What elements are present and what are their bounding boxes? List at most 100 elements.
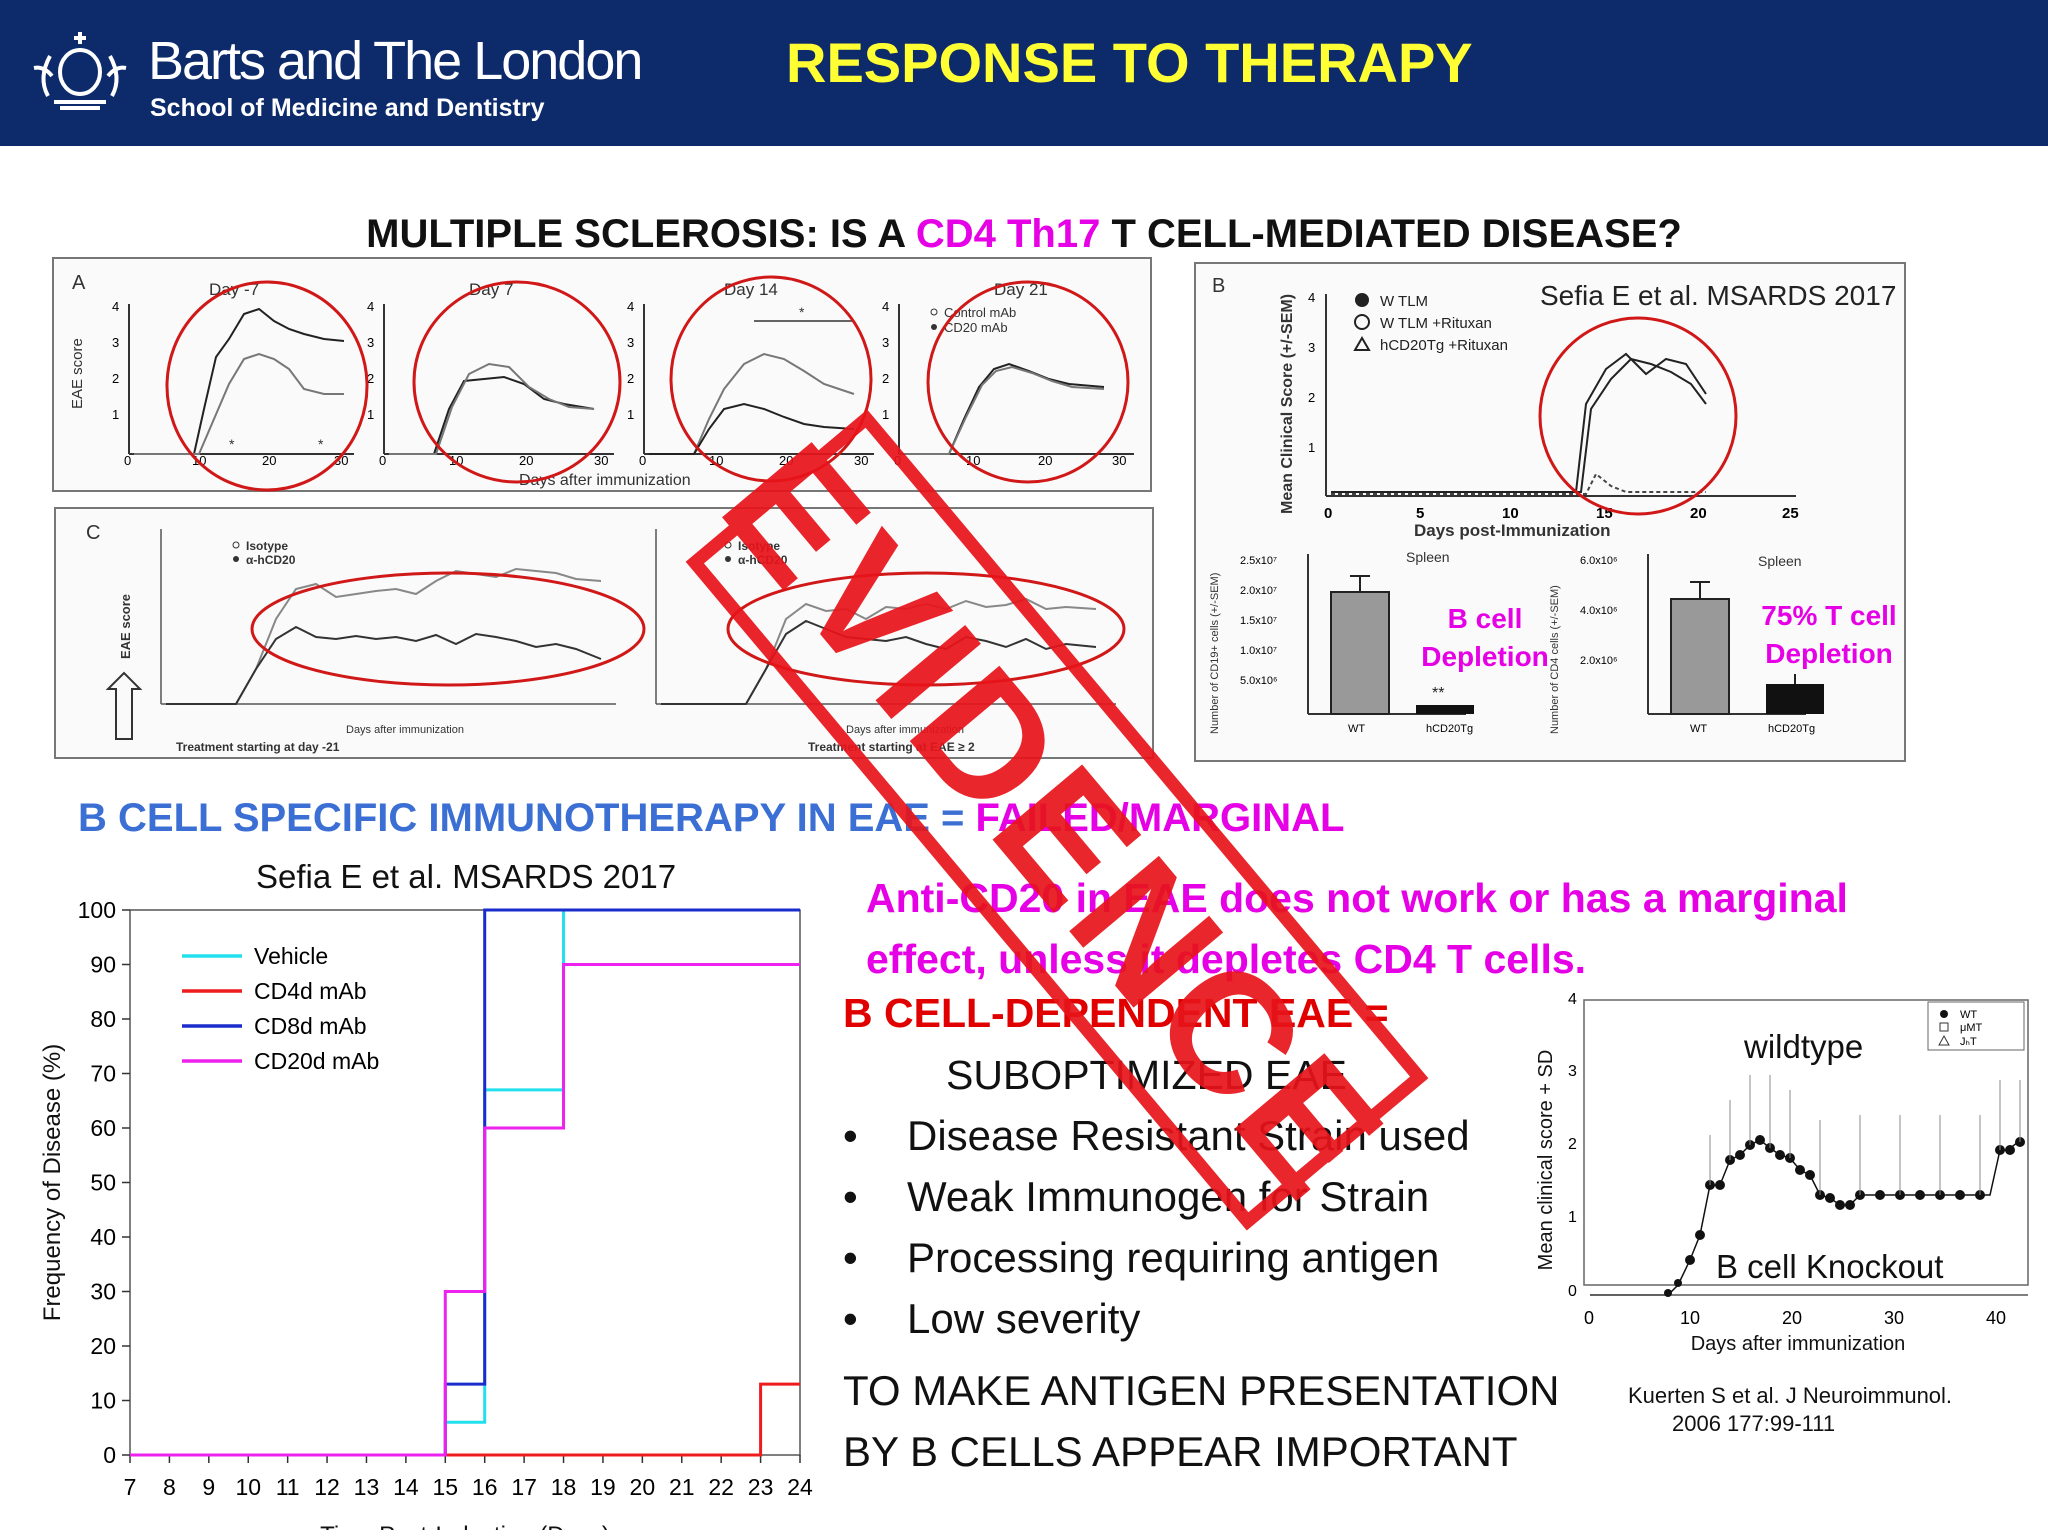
legend-label: Vehicle bbox=[254, 943, 328, 969]
panel-c-letter: C bbox=[86, 522, 100, 544]
panel-b-citation: Sefia E et al. MSARDS 2017 bbox=[1540, 280, 1897, 311]
svg-text:1: 1 bbox=[112, 407, 119, 422]
knockout-citation-line-2: 2006 177:99-111 bbox=[1672, 1411, 1836, 1436]
svg-text:0: 0 bbox=[894, 453, 901, 468]
svg-text:hCD20Tg: hCD20Tg bbox=[1768, 723, 1815, 735]
t-cell-depletion-note: 75% T cell Depletion bbox=[1761, 600, 1897, 669]
svg-text:30: 30 bbox=[594, 453, 608, 468]
highlight-ellipse bbox=[726, 571, 1126, 687]
svg-text:5: 5 bbox=[1416, 505, 1424, 522]
dependent-eae-heading: B CELL-DEPENDENT EAE = bbox=[843, 990, 1389, 1036]
legend-wtlm-rituxan: W TLM +Rituxan bbox=[1380, 315, 1492, 332]
panel-c-plots: C EAE score Isotype α-hCD20 Days after i… bbox=[86, 522, 1126, 754]
final-conclusion: TO MAKE ANTIGEN PRESENTATION BY B CELLS … bbox=[843, 1360, 1559, 1482]
x-tick-label: 20 bbox=[630, 1474, 656, 1500]
x-tick-label: 21 bbox=[669, 1474, 695, 1500]
x-tick-label: 15 bbox=[432, 1474, 458, 1500]
svg-text:4.0x10⁶: 4.0x10⁶ bbox=[1580, 605, 1618, 617]
x-tick-label: 13 bbox=[354, 1474, 380, 1500]
svg-text:3: 3 bbox=[627, 335, 634, 350]
svg-text:1: 1 bbox=[627, 407, 634, 422]
svg-text:20: 20 bbox=[779, 453, 793, 468]
subtitle-highlight: CD4 Th17 bbox=[915, 212, 1101, 256]
highlight-ellipse bbox=[250, 571, 646, 687]
slide-subtitle: MULTIPLE SCLEROSIS: IS A CD4 Th17 T CELL… bbox=[0, 212, 2048, 257]
y-tick-label: 20 bbox=[90, 1333, 116, 1359]
y-tick-label: 30 bbox=[90, 1279, 116, 1305]
svg-text:*: * bbox=[799, 304, 805, 320]
header-bar: Barts and The London School of Medicine … bbox=[0, 0, 2048, 146]
subplot-title: Day 14 bbox=[724, 280, 778, 299]
bullet-marker: • bbox=[843, 1173, 858, 1220]
panel-b-plots: B Mean Clinical Score (+/-SEM) 1 2 3 4 0… bbox=[1209, 275, 1824, 735]
highlight-ellipse bbox=[926, 280, 1130, 484]
svg-text:1: 1 bbox=[882, 407, 889, 422]
svg-text:WT: WT bbox=[1348, 723, 1365, 735]
knockout-chart: Mean clinical score + SD 0 1 2 3 4 0 10 … bbox=[1535, 991, 2029, 1355]
bullet-marker: • bbox=[843, 1234, 858, 1281]
bullet-marker: • bbox=[843, 1295, 858, 1342]
svg-text:4: 4 bbox=[367, 299, 374, 314]
panel-a-subplot-2: Day 7 1 2 3 4 0 10 20 30 bbox=[367, 280, 614, 468]
svg-text:1: 1 bbox=[1568, 1209, 1577, 1226]
svg-text:3: 3 bbox=[882, 335, 889, 350]
svg-text:JₕT: JₕT bbox=[1960, 1036, 1977, 1048]
svg-text:1: 1 bbox=[367, 407, 374, 422]
svg-text:10: 10 bbox=[1680, 1308, 1700, 1328]
knockout-citation-line-1: Kuerten S et al. J Neuroimmunol. bbox=[1628, 1383, 1953, 1408]
x-tick-label: 14 bbox=[393, 1474, 419, 1500]
svg-text:40: 40 bbox=[1986, 1308, 2006, 1328]
svg-text:20: 20 bbox=[1690, 505, 1707, 522]
y-tick-label: 0 bbox=[103, 1442, 116, 1468]
legend-label: CD8d mAb bbox=[254, 1013, 366, 1039]
svg-text:20: 20 bbox=[262, 453, 276, 468]
panel-a-subplot-3: Day 14 1 2 3 4 0 10 20 30 * bbox=[627, 280, 874, 468]
legend-wtlm: W TLM bbox=[1380, 293, 1428, 310]
series-line-cd20d-mab bbox=[130, 963, 800, 1457]
y-tick-label: 90 bbox=[90, 952, 116, 978]
knockout-citation: Kuerten S et al. J Neuroimmunol. 2006 17… bbox=[1628, 1382, 1952, 1438]
x-tick-label: 23 bbox=[748, 1474, 774, 1500]
panel-a-letter: A bbox=[72, 272, 86, 294]
x-axis-label: Time Post-Induction (Days) bbox=[320, 1522, 610, 1530]
logo-name: Barts and The London bbox=[148, 31, 643, 91]
logo-subtitle: School of Medicine and Dentistry bbox=[150, 94, 545, 122]
svg-text:2: 2 bbox=[1308, 390, 1315, 405]
wildtype-label: wildtype bbox=[1744, 1028, 1864, 1065]
x-tick-label: 18 bbox=[551, 1474, 577, 1500]
svg-text:20: 20 bbox=[1782, 1308, 1802, 1328]
dependent-eae-subheading: SUBOPTIMIZED EAE bbox=[946, 1052, 1347, 1098]
x-tick-label: 12 bbox=[314, 1474, 340, 1500]
svg-text:30: 30 bbox=[854, 453, 868, 468]
treatment-left: Treatment starting at day -21 bbox=[176, 740, 340, 754]
crown-crest-icon bbox=[33, 32, 127, 110]
panel-c-xlabel: Days after immunization bbox=[346, 724, 464, 736]
anti-cd20-statement: Anti-CD20 in EAE does not work or has a … bbox=[866, 868, 2046, 990]
figure-panel-b: B Mean Clinical Score (+/-SEM) 1 2 3 4 0… bbox=[1194, 262, 1906, 762]
highlight-ellipse bbox=[1538, 316, 1738, 516]
svg-text:3: 3 bbox=[1308, 340, 1315, 355]
svg-text:4: 4 bbox=[1568, 991, 1577, 1008]
legend-hcd20tg: hCD20Tg +Rituxan bbox=[1380, 337, 1508, 354]
x-tick-label: 16 bbox=[472, 1474, 498, 1500]
y-axis-label: Frequency of Disease (%) bbox=[39, 1044, 66, 1321]
svg-text:0: 0 bbox=[124, 453, 131, 468]
panel-c-ylabel: EAE score bbox=[118, 594, 133, 659]
legend-label: CD4d mAb bbox=[254, 978, 366, 1004]
subtitle-prefix: MULTIPLE SCLEROSIS: IS A bbox=[366, 212, 916, 256]
panel-c-xlabel-2: Days after immunization bbox=[846, 724, 964, 736]
svg-text:3: 3 bbox=[367, 335, 374, 350]
legend-label: CD20d mAb bbox=[254, 1048, 379, 1074]
svg-text:2: 2 bbox=[1568, 1136, 1577, 1153]
svg-text:4: 4 bbox=[112, 299, 119, 314]
panel-a-xlabel: Days after immunization bbox=[519, 472, 691, 489]
svg-text:2: 2 bbox=[112, 371, 119, 386]
bar-left-ylabel: Number of CD19+ cells (+/-SEM) bbox=[1209, 573, 1221, 734]
legend-isotype: Isotype bbox=[246, 539, 288, 553]
svg-text:4: 4 bbox=[627, 299, 634, 314]
svg-text:30: 30 bbox=[1112, 453, 1126, 468]
panel-a-plots: A EAE score Day -7 1 2 3 4 0 10 20 30 * … bbox=[69, 272, 1134, 492]
